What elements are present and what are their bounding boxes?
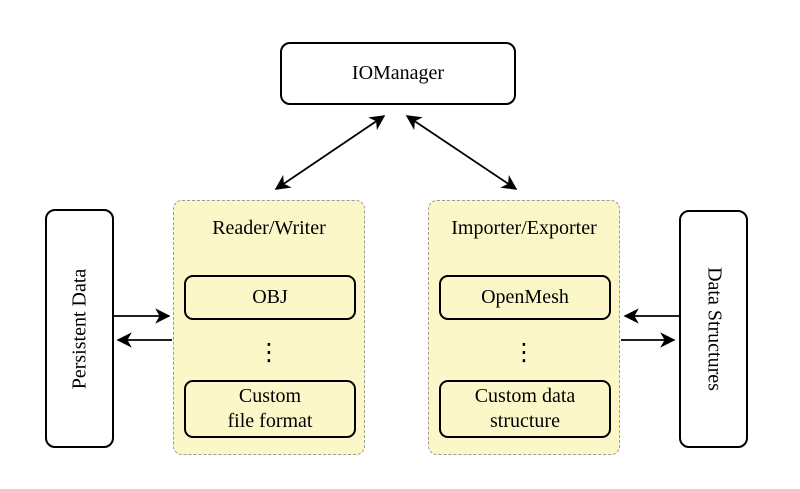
node-custom-file-format-line2: file format: [227, 410, 313, 432]
node-data-structures-label: Data Structures: [703, 267, 725, 391]
node-obj: OBJ: [184, 275, 356, 320]
node-custom-data-structure-line1: Custom data: [474, 385, 576, 407]
panel-importer-exporter-title: Importer/Exporter: [451, 217, 597, 239]
node-iomanager: IOManager: [280, 42, 516, 105]
node-custom-file-format-line1: Custom: [238, 385, 302, 407]
node-custom-file-format: Custom file format: [184, 380, 356, 438]
node-custom-data-structure-line2: structure: [490, 410, 560, 432]
panel-importer-exporter: Importer/Exporter OpenMesh ⋮ Custom data…: [428, 200, 620, 455]
ellipsis-reader-writer: ⋮: [257, 338, 281, 366]
node-data-structures: Data Structures: [679, 210, 748, 448]
ellipsis-importer-exporter: ⋮: [512, 338, 536, 366]
node-openmesh-label: OpenMesh: [481, 286, 569, 308]
panel-reader-writer-title: Reader/Writer: [212, 217, 326, 239]
node-openmesh: OpenMesh: [439, 275, 611, 320]
node-custom-data-structure: Custom data structure: [439, 380, 611, 438]
node-iomanager-label: IOManager: [351, 62, 445, 84]
node-persistent-data: Persistent Data: [45, 209, 114, 448]
arrow-iomanager-importerexporter: [405, 115, 518, 190]
node-persistent-data-label: Persistent Data: [68, 268, 90, 389]
arrow-iomanager-readerwriter: [274, 115, 386, 190]
node-obj-label: OBJ: [252, 286, 288, 308]
panel-reader-writer: Reader/Writer OBJ ⋮ Custom file format: [173, 200, 365, 455]
